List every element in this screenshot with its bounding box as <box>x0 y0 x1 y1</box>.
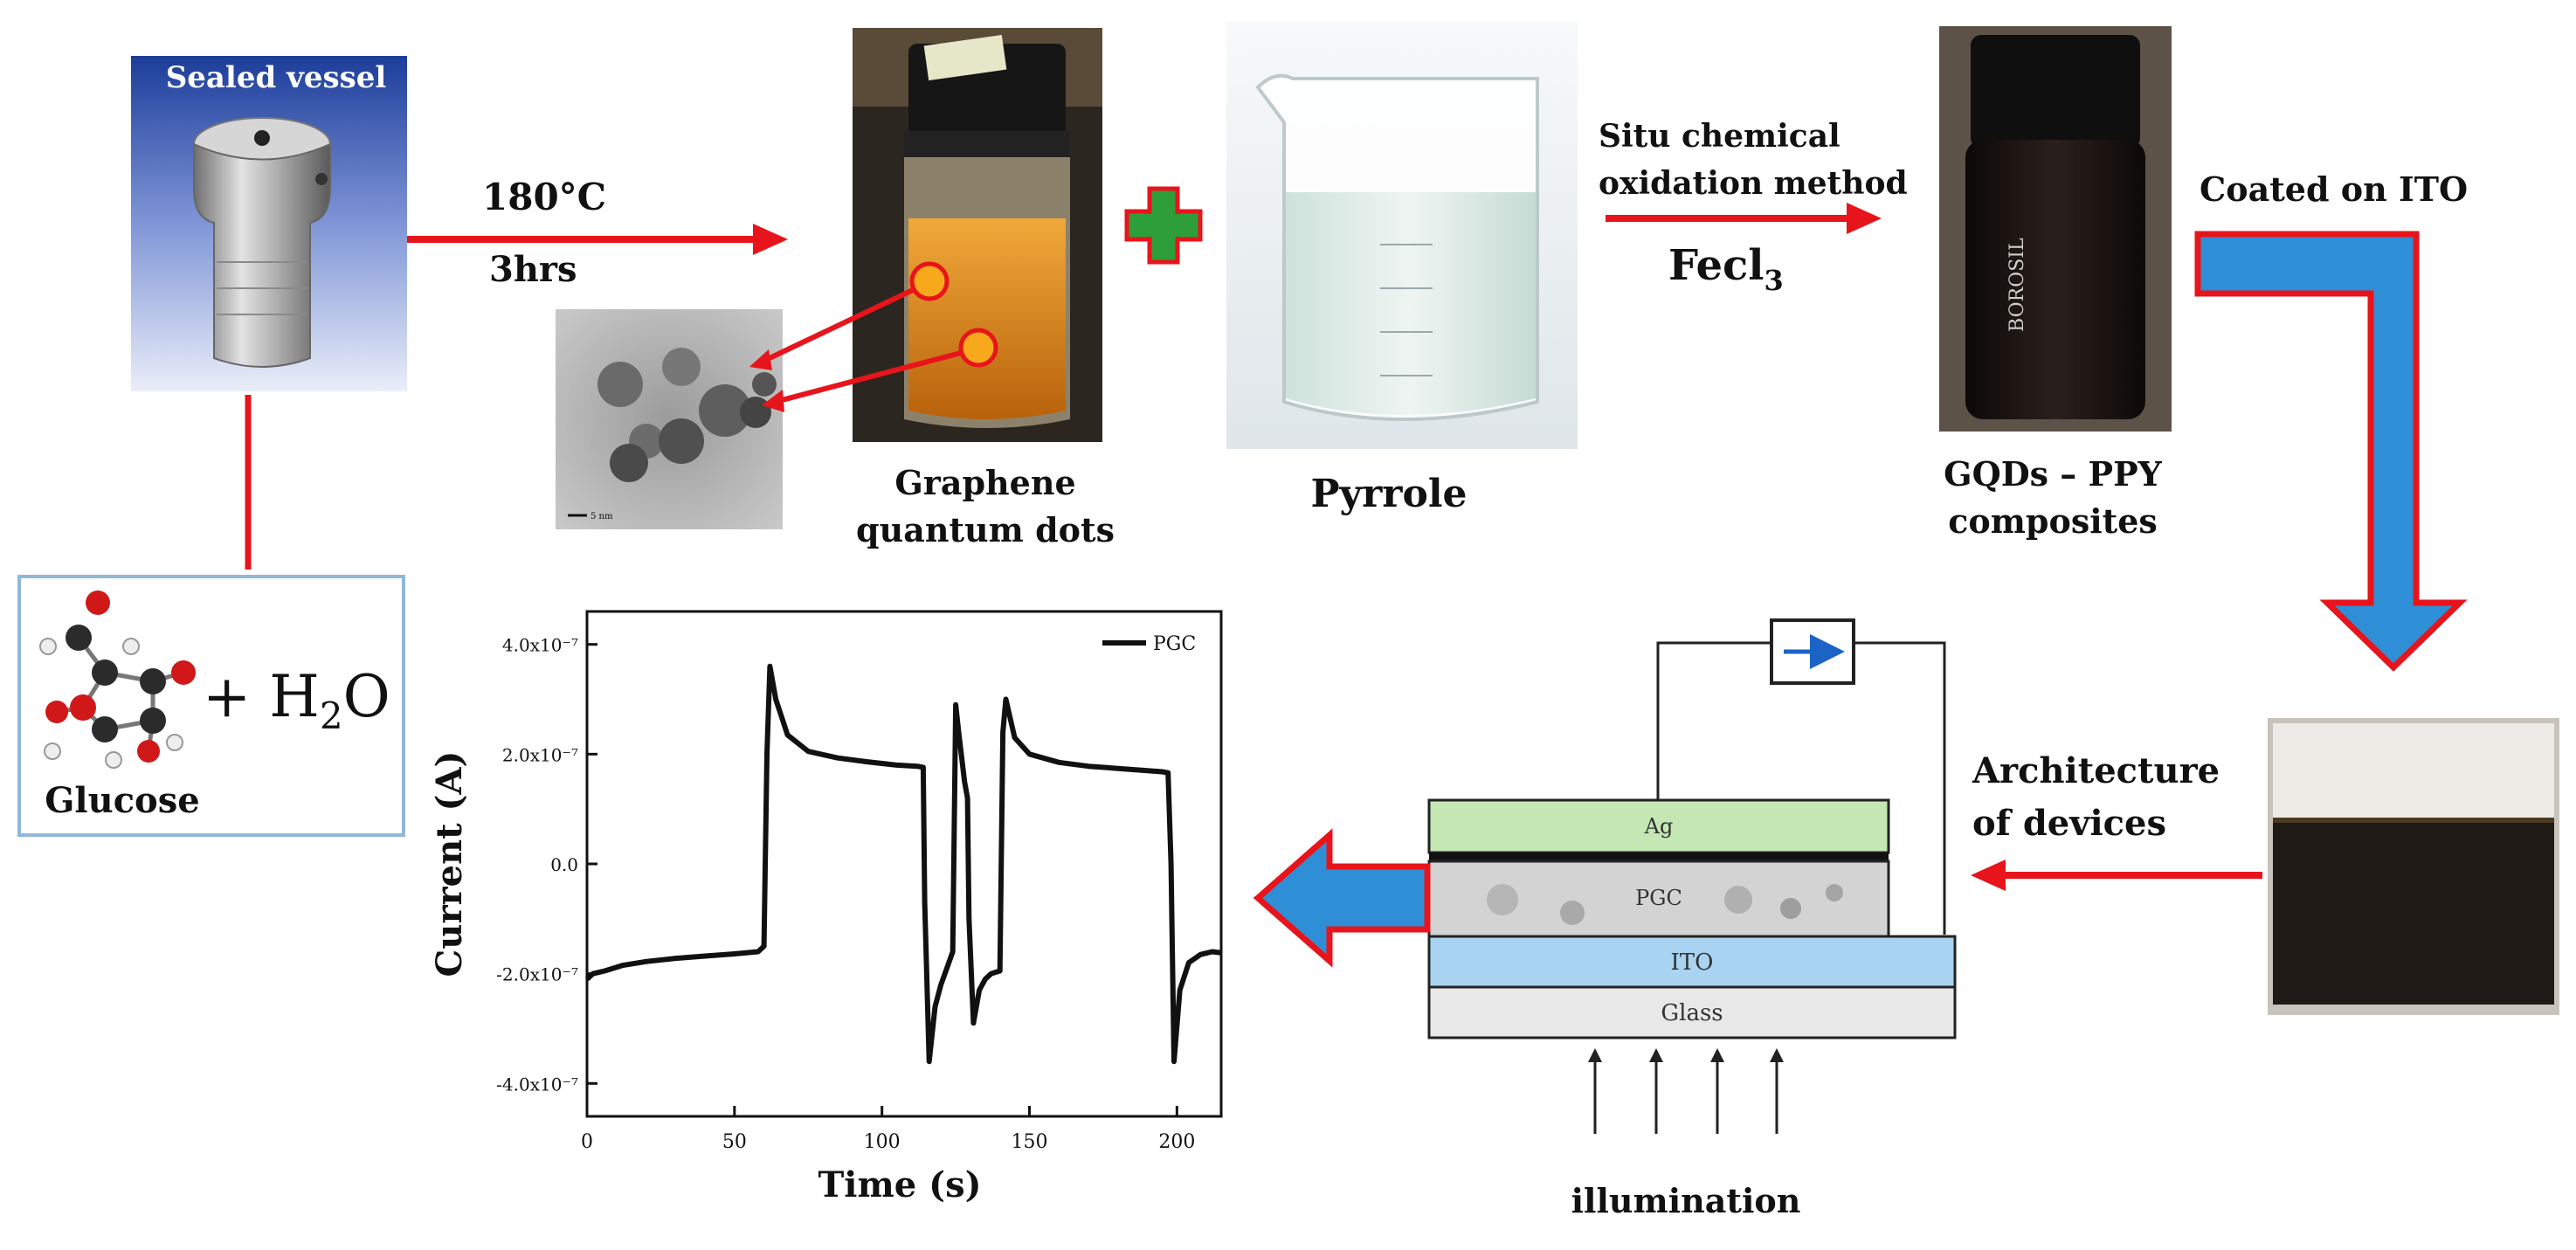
chart-y-axis-label: Current (A) <box>429 751 470 977</box>
legend-label-pgc: PGC <box>1153 633 1196 655</box>
y-tick-label: 4.0x10⁻⁷ <box>502 635 578 656</box>
temperature-label: 180°C <box>482 176 606 218</box>
hydrothermal-arrow <box>407 224 788 255</box>
layer-ito-label: ITO <box>1671 950 1714 976</box>
oxidation-arrow <box>1606 203 1882 234</box>
fecl3-label: Fecl3 <box>1668 241 1784 297</box>
gqd-label-line2: quantum dots <box>856 510 1115 549</box>
layer-ag <box>1427 798 1890 854</box>
architecture-arrow <box>1971 860 2262 891</box>
sealed-vessel-label: Sealed vessel <box>166 60 387 95</box>
composite-label-line1: GQDs – PPY <box>1944 454 2163 494</box>
layer-ito <box>1427 935 1957 989</box>
gqd-markers <box>749 261 998 412</box>
film-sample-photo <box>2268 718 2559 1015</box>
gqd-label-line1: Graphene <box>894 463 1075 502</box>
plus-icon <box>1124 186 1203 265</box>
y-tick-label: -2.0x10⁻⁷ <box>496 964 578 985</box>
situ-label-line2: oxidation method <box>1599 165 1908 202</box>
tem-scale-label: 5 nm <box>590 512 613 521</box>
y-tick-label: 2.0x10⁻⁷ <box>502 744 578 765</box>
x-tick-label: 150 <box>1012 1131 1048 1153</box>
x-tick-label: 200 <box>1158 1131 1195 1153</box>
composite-vial-photo: BOROSIL <box>1939 26 2172 432</box>
illumination-label: illumination <box>1571 1181 1801 1220</box>
measurement-flow-arrow <box>1253 828 1431 968</box>
series-line-pgc <box>584 663 1222 1065</box>
architecture-label-line2: of devices <box>1972 803 2166 844</box>
illumination-arrows <box>1588 1048 1784 1134</box>
chart-legend: PGC <box>1102 633 1196 655</box>
layer-pgc-label: PGC <box>1635 886 1682 910</box>
layer-black-strip <box>1429 853 1889 861</box>
glucose-label: Glucose <box>45 780 199 821</box>
layer-glass-label: Glass <box>1661 1000 1723 1026</box>
layer-glass <box>1427 985 1957 1039</box>
sealed-vessel-photo: Sealed vessel <box>131 56 407 391</box>
water-formula: + H2O <box>203 663 390 737</box>
architecture-label-line1: Architecture <box>1972 750 2220 791</box>
chart-x-axis-label: Time (s) <box>818 1164 981 1205</box>
duration-label: 3hrs <box>489 249 577 290</box>
pyrrole-label: Pyrrole <box>1310 472 1467 516</box>
situ-label-line1: Situ chemical <box>1599 118 1840 155</box>
chart-plot-area <box>585 610 1223 1118</box>
coating-flow-arrow <box>2194 231 2468 672</box>
composite-label-line2: composites <box>1948 501 2158 541</box>
tem-image: 5 nm <box>556 309 783 529</box>
x-tick-label: 50 <box>722 1131 747 1153</box>
x-tick-label: 0 <box>581 1131 593 1153</box>
coated-label: Coated on ITO <box>2200 169 2468 209</box>
gqd-vial-photo <box>853 28 1102 442</box>
vial-brand-label: BOROSIL <box>2006 238 2028 332</box>
device-architecture: Ag PGC ITO Glass illumination <box>1427 618 1957 1220</box>
glucose-box: + H2O Glucose <box>17 575 405 837</box>
ammeter-icon <box>1770 618 1855 685</box>
beaker-photo <box>1226 21 1578 449</box>
y-tick-label: 0.0 <box>550 854 578 875</box>
layer-ag-label: Ag <box>1644 814 1674 839</box>
y-tick-label: -4.0x10⁻⁷ <box>496 1074 578 1095</box>
photocurrent-chart: 0 50 100 150 200 4.0x10⁻⁷ 2.0x10⁻⁷ 0.0 -2.0x10⁻⁷… <box>429 610 1223 1205</box>
x-tick-label: 100 <box>864 1131 901 1153</box>
glucose-molecule-icon <box>39 590 196 769</box>
